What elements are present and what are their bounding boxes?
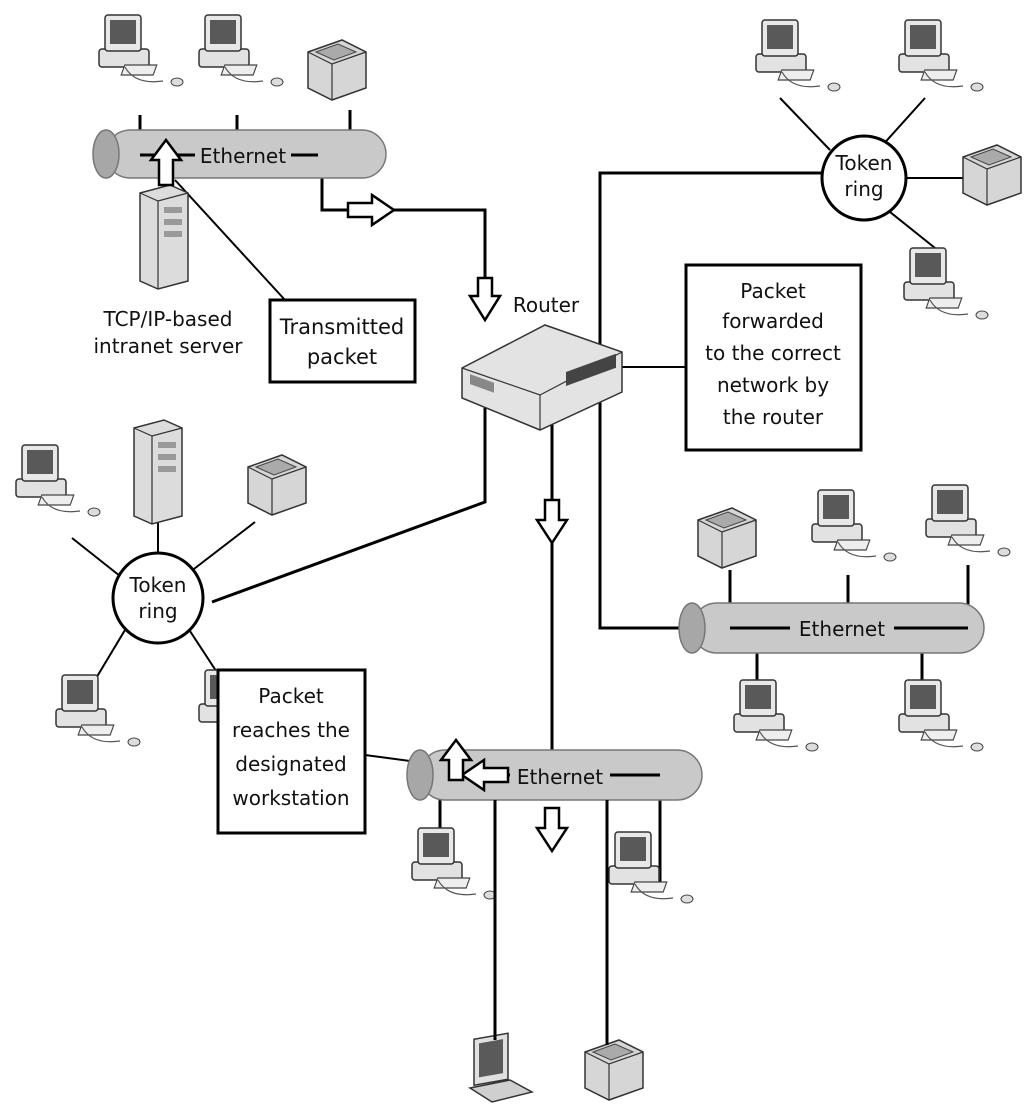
workstation-icon bbox=[55, 674, 141, 747]
workstation-icon bbox=[903, 247, 989, 320]
packet-arrows bbox=[148, 137, 570, 854]
token-ring-top-right: Token ring bbox=[820, 134, 908, 222]
workstation-icon bbox=[898, 679, 984, 752]
server-icon bbox=[139, 184, 189, 290]
printer-icon bbox=[584, 1039, 644, 1101]
workstation-icon bbox=[411, 827, 497, 900]
callout-line: to the correct bbox=[705, 341, 841, 365]
callout-line: reaches the bbox=[232, 718, 350, 742]
workstation-icon bbox=[925, 484, 1011, 557]
workstation-icon bbox=[198, 14, 284, 87]
arrow-down-icon bbox=[534, 806, 570, 854]
callout-line: workstation bbox=[232, 786, 349, 810]
server-label-line: TCP/IP-based bbox=[103, 307, 233, 331]
callout-line: packet bbox=[307, 345, 377, 369]
workstation-icon bbox=[733, 679, 819, 752]
ethernet-label: Ethernet bbox=[200, 144, 286, 168]
arrow-down-icon bbox=[467, 276, 503, 323]
arrow-right-icon bbox=[346, 192, 397, 228]
workstation-icon bbox=[608, 831, 694, 904]
printer-icon bbox=[697, 507, 757, 569]
printer-icon bbox=[307, 39, 367, 101]
workstation-icon bbox=[98, 14, 184, 87]
router: Router bbox=[461, 293, 623, 431]
callout-line: Packet bbox=[258, 684, 324, 708]
workstation-icon bbox=[15, 444, 101, 517]
callout-line: the router bbox=[723, 405, 824, 429]
workstation-icon bbox=[898, 19, 984, 92]
token-ring-left: Token ring bbox=[111, 551, 205, 645]
workstation-icon bbox=[755, 19, 841, 92]
workstation-icon bbox=[811, 489, 897, 562]
callout-line: network by bbox=[717, 373, 829, 397]
printer-icon bbox=[962, 144, 1022, 206]
arrow-up-icon bbox=[438, 737, 474, 782]
token-ring-label: Token bbox=[129, 573, 187, 597]
ethernet-top-left: Ethernet bbox=[92, 129, 387, 179]
laptop-icon bbox=[469, 1032, 533, 1103]
callout-line: forwarded bbox=[722, 309, 824, 333]
ethernet-label: Ethernet bbox=[799, 617, 885, 641]
callout-packet-forwarded: Packet forwarded to the correct network … bbox=[684, 263, 863, 452]
token-ring-label: Token bbox=[835, 151, 893, 175]
arrow-left-icon bbox=[459, 757, 510, 793]
server-icon bbox=[133, 419, 183, 525]
server-label: TCP/IP-based intranet server bbox=[93, 307, 243, 358]
ethernet-right: Ethernet bbox=[678, 602, 985, 654]
callout-packet-reaches: Packet reaches the designated workstatio… bbox=[216, 668, 367, 835]
router-label: Router bbox=[513, 293, 580, 317]
ethernet-bottom: Ethernet bbox=[406, 749, 703, 801]
server-label-line: intranet server bbox=[93, 334, 243, 358]
arrow-down-icon bbox=[534, 498, 570, 546]
token-ring-label: ring bbox=[138, 599, 177, 623]
callout-line: Packet bbox=[740, 279, 806, 303]
arrow-up-icon bbox=[148, 137, 184, 187]
printer-icon bbox=[247, 454, 307, 516]
token-ring-label: ring bbox=[844, 177, 883, 201]
callout-line: designated bbox=[235, 752, 346, 776]
callout-transmitted-packet: Transmitted packet bbox=[268, 298, 417, 384]
callout-line: Transmitted bbox=[279, 315, 405, 339]
ethernet-label: Ethernet bbox=[517, 765, 603, 789]
